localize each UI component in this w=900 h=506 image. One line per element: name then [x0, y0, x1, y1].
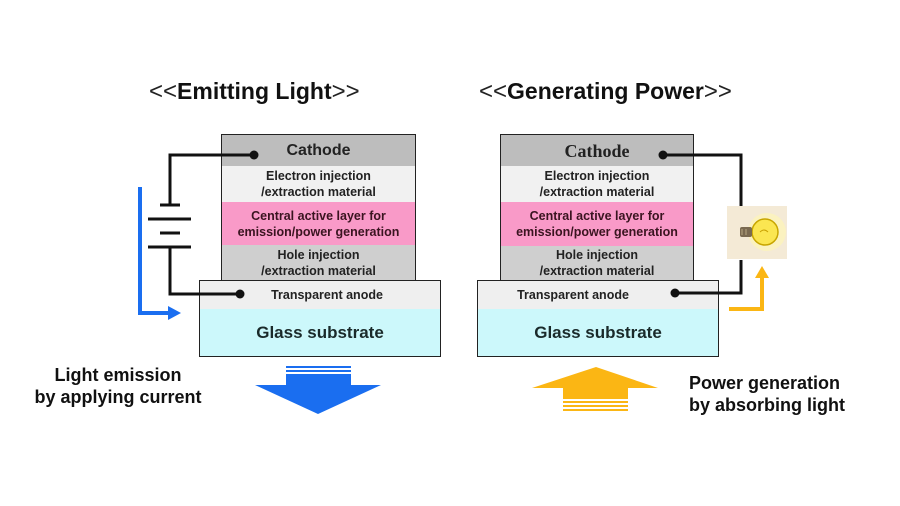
left-anode-contact-dot: [235, 289, 245, 299]
right-hole-layer: Hole injection/extraction material: [500, 246, 694, 281]
right-anode-label: Transparent anode: [517, 288, 629, 302]
right-cathode-wire: [658, 150, 743, 206]
right-electron-layer: Electron injection/extraction material: [500, 166, 694, 203]
left-title: <<Emitting Light>>: [149, 78, 360, 106]
left-hole-layer: Hole injection/extraction material: [221, 245, 416, 281]
left-central-label-1: Central active layer for: [251, 208, 386, 223]
right-title-prefix: <<: [479, 78, 508, 105]
right-caption-line-1: Power generation: [689, 373, 841, 393]
left-hole-label-1: Hole injection: [277, 247, 360, 262]
right-anode-wire: [670, 260, 743, 298]
right-electron-label-1: Electron injection: [544, 169, 650, 183]
left-glass-substrate: Glass substrate: [199, 309, 441, 357]
right-glass-substrate: Glass substrate: [477, 309, 719, 357]
battery-icon: [148, 203, 191, 249]
left-electron-layer: Electron injection/extraction material: [221, 166, 416, 203]
right-central-label-1: Central active layer for: [529, 209, 665, 223]
left-anode-label: Transparent anode: [271, 288, 383, 302]
current-output-arrow-icon: [729, 266, 769, 311]
left-electron-label-1: Electron injection: [266, 169, 371, 183]
right-title: <<Generating Power>>: [479, 78, 732, 106]
right-cathode-contact-dot: [658, 150, 668, 160]
left-cathode-wire: [168, 150, 259, 205]
left-glass-label: Glass substrate: [256, 322, 384, 342]
left-central-label-2: emission/power generation: [237, 224, 400, 239]
left-title-prefix: <<: [149, 78, 178, 105]
left-cathode-contact-dot: [249, 150, 259, 160]
left-caption-line-1: Light emission: [54, 365, 182, 385]
right-title-text: Generating Power: [507, 78, 704, 104]
left-anode-wire: [168, 247, 245, 299]
right-cathode-label: Cathode: [564, 140, 630, 161]
left-hole-label-2: /extraction material: [261, 263, 376, 278]
left-caption: Light emission by applying current: [18, 364, 218, 408]
right-title-suffix: >>: [703, 78, 732, 105]
right-anode-contact-dot: [670, 288, 680, 298]
right-electron-label-2: /extraction material: [539, 185, 655, 199]
right-hole-label-1: Hole injection: [556, 248, 638, 262]
current-flow-arrow-icon: [138, 187, 181, 320]
right-caption-line-2: by absorbing light: [689, 395, 845, 415]
right-central-label-2: emission/power generation: [516, 225, 678, 239]
left-cathode-label: Cathode: [286, 141, 351, 159]
right-hole-label-2: /extraction material: [539, 264, 655, 278]
light-emission-down-arrow-icon: [255, 366, 381, 414]
left-title-text: Emitting Light: [177, 78, 332, 104]
right-glass-label: Glass substrate: [534, 322, 662, 342]
light-bulb-icon: [727, 206, 787, 259]
light-absorption-up-arrow-icon: [532, 367, 658, 411]
left-title-suffix: >>: [331, 78, 360, 105]
left-electron-label-2: /extraction material: [261, 185, 376, 199]
right-cathode-layer: Cathode: [500, 134, 694, 167]
left-caption-line-2: by applying current: [34, 387, 202, 407]
right-caption: Power generation by absorbing light: [689, 372, 845, 416]
